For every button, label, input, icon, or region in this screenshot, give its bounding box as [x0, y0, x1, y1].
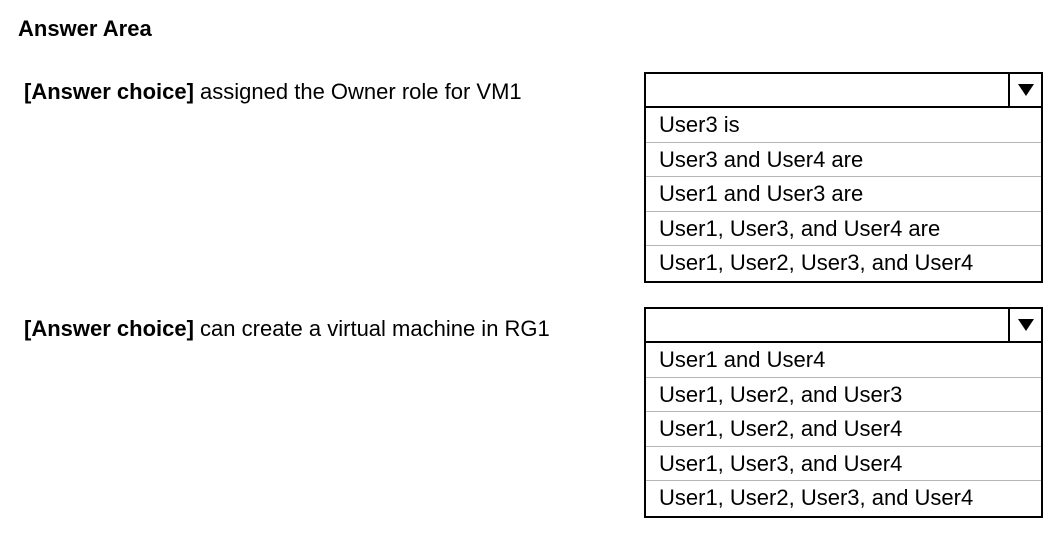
question-2-statement: [Answer choice] can create a virtual mac…	[24, 314, 550, 344]
dropdown-2-header[interactable]	[646, 309, 1041, 343]
answer-dropdown-2[interactable]: User1 and User4 User1, User2, and User3 …	[644, 307, 1043, 518]
answer-choice-tag: [Answer choice]	[24, 79, 194, 104]
answer-choice-tag: [Answer choice]	[24, 316, 194, 341]
dropdown-option[interactable]: User3 and User4 are	[646, 143, 1041, 178]
dropdown-option[interactable]: User1, User2, User3, and User4	[659, 485, 974, 511]
question-1-statement: [Answer choice] assigned the Owner role …	[24, 77, 522, 107]
dropdown-1-options: User3 is User3 and User4 are User1 and U…	[646, 108, 1041, 281]
answer-dropdown-1[interactable]: User3 is User3 and User4 are User1 and U…	[644, 72, 1043, 283]
dropdown-option[interactable]: User1, User3, and User4	[646, 447, 1041, 482]
question-1-text: assigned the Owner role for VM1	[193, 79, 522, 104]
dropdown-option[interactable]: User1, User2, User3, and User4	[659, 250, 974, 276]
triangle-down-icon[interactable]	[1008, 74, 1041, 106]
question-2-text: can create a virtual machine in RG1	[193, 316, 550, 341]
dropdown-option[interactable]: User1, User3, and User4 are	[646, 212, 1041, 247]
dropdown-option[interactable]: User1 and User4	[646, 343, 1041, 378]
dropdown-option[interactable]: User1, User2, and User4	[646, 412, 1041, 447]
answer-area-title: Answer Area	[18, 16, 152, 41]
dropdown-1-header[interactable]	[646, 74, 1041, 108]
dropdown-option[interactable]: User3 is	[646, 108, 1041, 143]
dropdown-option[interactable]: User1, User2, and User3	[646, 378, 1041, 413]
dropdown-option[interactable]: User1 and User3 are	[646, 177, 1041, 212]
triangle-down-icon[interactable]	[1008, 309, 1041, 341]
dropdown-2-options: User1 and User4 User1, User2, and User3 …	[646, 343, 1041, 516]
